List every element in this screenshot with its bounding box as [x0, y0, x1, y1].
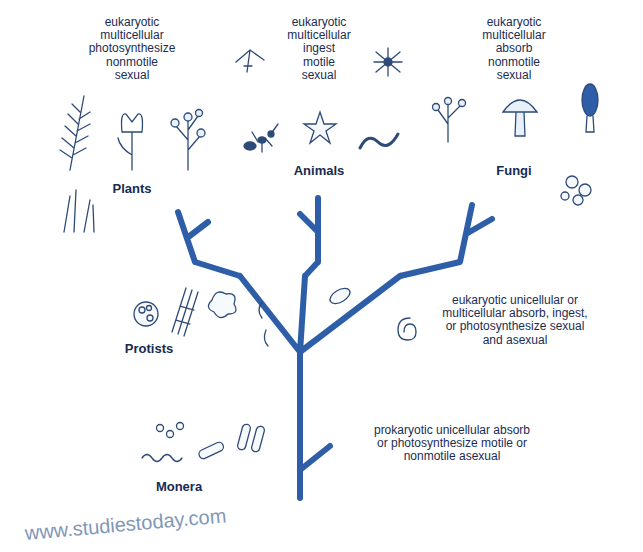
trait-list: eukaryotic unicellular or multicellular …	[440, 294, 590, 347]
shape-fill	[123, 411, 591, 505]
morel-icon	[582, 84, 598, 116]
ant-icon	[244, 142, 256, 150]
text-slot: Fungi	[464, 164, 564, 178]
mold-icon	[459, 100, 466, 107]
kingdom-name: Animals	[269, 164, 369, 178]
text-slot: prokaryotic unicellular absorb or photos…	[372, 424, 532, 464]
label-slot: www.studiestoday.com	[24, 522, 226, 544]
trait-list: eukaryotic multicellular absorb nonmotil…	[449, 16, 579, 82]
tree-trunk	[240, 276, 400, 398]
algae-chain-icon	[172, 288, 198, 336]
tree-trunk	[300, 410, 330, 498]
flower-icon	[184, 113, 192, 121]
amoeba-icon	[208, 292, 236, 318]
ant-icon	[268, 131, 274, 137]
text-slot: eukaryotic unicellular or multicellular …	[440, 294, 590, 347]
text-slot: Monera	[144, 480, 214, 494]
flagellate-icon	[259, 302, 268, 346]
kingdom-band: eukaryotic unicellular or multicellular …	[100, 276, 622, 398]
kingdom-name: Plants	[82, 182, 182, 196]
mold-icon	[438, 104, 460, 142]
tree-branch-art	[300, 198, 318, 262]
shape-fill	[101, 277, 621, 397]
shape-fill	[43, 5, 221, 261]
trait-list: prokaryotic unicellular absorb or photos…	[372, 424, 532, 464]
bacillus-icon	[251, 425, 265, 452]
flower-icon	[196, 110, 203, 117]
kingdom-name: Monera	[144, 480, 214, 494]
starfish-icon	[304, 112, 336, 143]
kingdom-lobe: eukaryotic multicellular photosynthesize…	[42, 4, 222, 262]
yeast-icon	[561, 192, 569, 200]
shape-fill	[227, 5, 411, 261]
bacillus-icon	[237, 423, 251, 450]
tree-branch	[400, 262, 460, 276]
yeast-icon	[566, 176, 578, 188]
text-slot: eukaryotic multicellular absorb nonmotil…	[449, 16, 579, 82]
text-slot: eukaryotic multicellular photosynthesize…	[67, 16, 197, 82]
text-slot: eukaryotic multicellular ingest motile s…	[254, 16, 384, 82]
spider-legs	[374, 48, 402, 76]
grass-icon	[64, 190, 94, 232]
coccus-icon	[157, 425, 164, 432]
morel-icon	[586, 116, 594, 132]
coccus-icon	[167, 431, 174, 438]
flowering-plant-icon	[176, 116, 200, 170]
tree-branch	[297, 398, 303, 410]
mold-icon	[445, 98, 452, 105]
trait-list: eukaryotic multicellular photosynthesize…	[67, 16, 197, 82]
kingdom-name: Protists	[114, 342, 184, 356]
spiral-icon	[398, 318, 416, 340]
ant-legs	[252, 124, 278, 152]
kingdom-lobe: eukaryotic multicellular ingest motile s…	[226, 4, 412, 262]
shape-fill	[417, 5, 611, 261]
kingdom-band: prokaryotic unicellular absorb or photos…	[122, 410, 592, 506]
kingdom-name: Fungi	[464, 164, 564, 178]
cell-icon	[147, 315, 153, 321]
tree-branch-art	[460, 205, 492, 262]
worm-icon	[360, 134, 398, 148]
text-slot: Protists	[114, 342, 184, 356]
cell-icon	[134, 302, 158, 326]
bird-icon	[236, 50, 264, 72]
yeast-icon	[573, 195, 583, 205]
tree-branch	[195, 262, 240, 276]
fern-icon	[60, 96, 90, 170]
trait-list: eukaryotic multicellular ingest motile s…	[254, 16, 384, 82]
text-slot: Animals	[269, 164, 369, 178]
tulip-icon	[118, 114, 143, 170]
tree-branch-art	[178, 212, 208, 262]
mold-icon	[433, 104, 440, 111]
yeast-icon	[579, 184, 591, 196]
watermark: www.studiestoday.com	[24, 504, 227, 544]
text-slot: Plants	[82, 182, 182, 196]
spirillum-icon	[142, 455, 182, 462]
flower-icon	[197, 129, 205, 137]
bacillus-icon	[198, 441, 225, 460]
cell-icon	[147, 306, 152, 311]
kingdom-lobe: eukaryotic multicellular absorb nonmotil…	[416, 4, 612, 262]
coccus-icon	[177, 423, 184, 430]
tree-branch	[305, 262, 318, 276]
paramecium-icon	[327, 285, 352, 306]
cell-icon	[139, 307, 145, 313]
flower-icon	[171, 119, 179, 127]
mushroom-icon	[503, 100, 537, 136]
